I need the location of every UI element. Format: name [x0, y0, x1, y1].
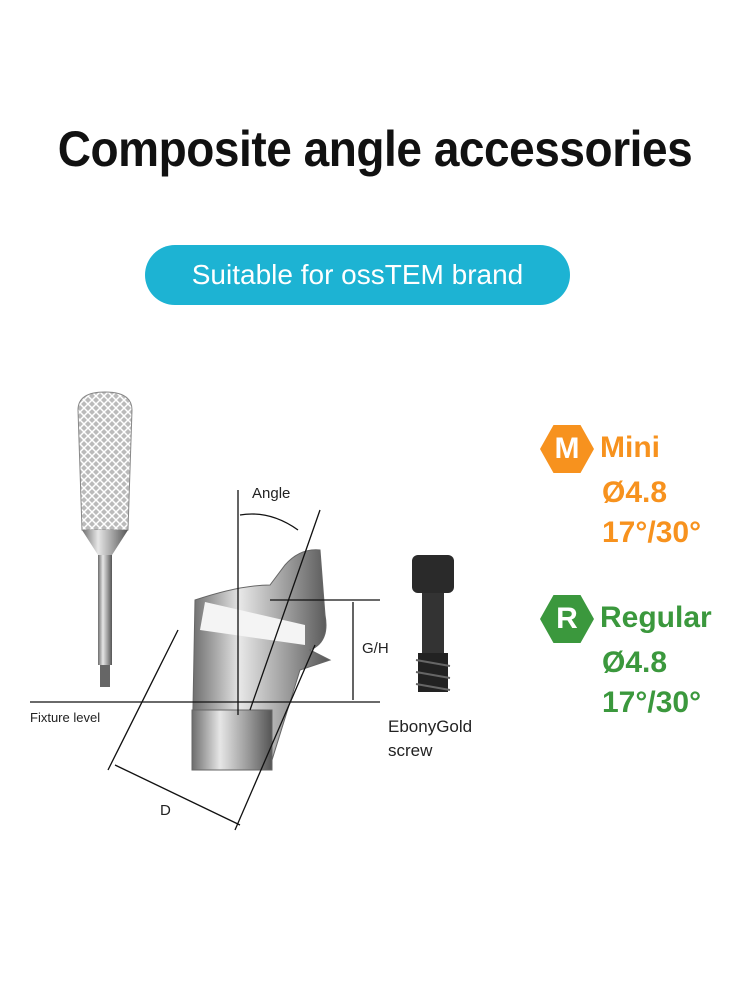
screw: [412, 555, 454, 692]
dimension-lines: [30, 490, 380, 831]
regular-hex-badge: R: [540, 595, 594, 643]
angle-label: Angle: [252, 485, 291, 502]
screw-label: EbonyGold screw: [388, 715, 472, 763]
spec-diameter: Ø4.8: [602, 476, 668, 509]
mini-hex-badge: M: [540, 425, 594, 473]
driver-tool: [77, 391, 133, 687]
spec-name: Mini: [600, 430, 660, 464]
spec-angles: 17°/30°: [602, 686, 702, 719]
d-label: D: [160, 802, 171, 819]
brand-badge: Suitable for ossTEM brand: [145, 245, 570, 305]
abutment: [191, 549, 332, 771]
screw-label-line1: EbonyGold: [388, 717, 473, 736]
fixture-level-label: Fixture level: [30, 710, 101, 725]
abutment-diagram: [30, 391, 454, 831]
gh-label: G/H: [362, 640, 389, 657]
spec-angles: 17°/30°: [602, 516, 702, 549]
spec-name: Regular: [600, 600, 712, 634]
screw-label-line2: screw: [388, 741, 433, 760]
spec-diameter: Ø4.8: [602, 646, 668, 679]
page-title: Composite angle accessories: [57, 121, 693, 177]
